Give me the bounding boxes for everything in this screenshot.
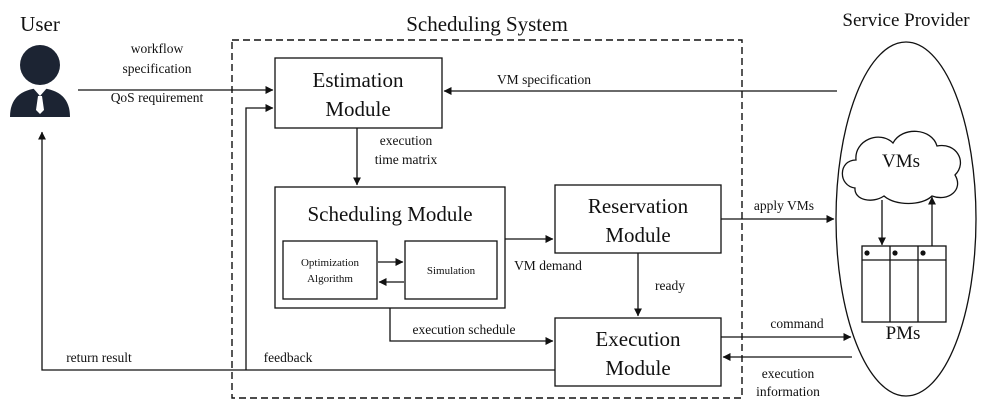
execution-module-box [554,317,722,387]
vm-specification-label: VM specification [497,72,591,87]
feedback-arrow [245,104,274,370]
vm-demand-label: VM demand [514,258,582,273]
vms-cloud-icon [841,130,961,205]
vms-label: VMs [882,151,920,172]
execution-module-line1: Execution [595,327,681,351]
command-label: command [770,316,823,331]
execution-time-label-1: execution [380,133,433,148]
scheduling-system-title: Scheduling System [406,12,568,36]
apply-vms-label: apply VMs [754,198,814,213]
user-label: User [20,12,60,36]
reservation-module-line2: Module [605,223,670,247]
execution-information-label-2: information [756,384,820,399]
execution-schedule-arrow [389,308,554,345]
service-provider-title: Service Provider [842,10,970,31]
user-icon [10,45,70,117]
workflow-label-1: workflow [131,41,184,56]
return-result-arrow [38,131,555,371]
scheduling-module-label: Scheduling Module [307,202,472,226]
feedback-label: feedback [264,350,313,365]
workflow-label-2: specification [123,61,192,76]
execution-schedule-label: execution schedule [412,322,515,337]
ready-label: ready [655,278,685,293]
optimization-line2: Algorithm [307,273,353,285]
pms-label: PMs [886,323,921,344]
estimation-module-box [274,57,443,129]
estimation-module-line1: Estimation [313,68,404,92]
estimation-module-line2: Module [325,97,390,121]
execution-information-label-1: execution [762,366,815,381]
service-provider-ellipse [835,41,977,397]
qos-requirement-label: QoS requirement [111,90,204,105]
optimization-line1: Optimization [301,257,360,269]
simulation-label: Simulation [427,265,476,277]
return-result-label: return result [66,350,132,365]
pms-server-icon [861,245,947,323]
optimization-algorithm-box [282,240,378,300]
simulation-box [404,240,498,300]
execution-module-line2: Module [605,356,670,380]
reservation-module-line1: Reservation [588,194,689,218]
execution-time-label-2: time matrix [375,152,438,167]
